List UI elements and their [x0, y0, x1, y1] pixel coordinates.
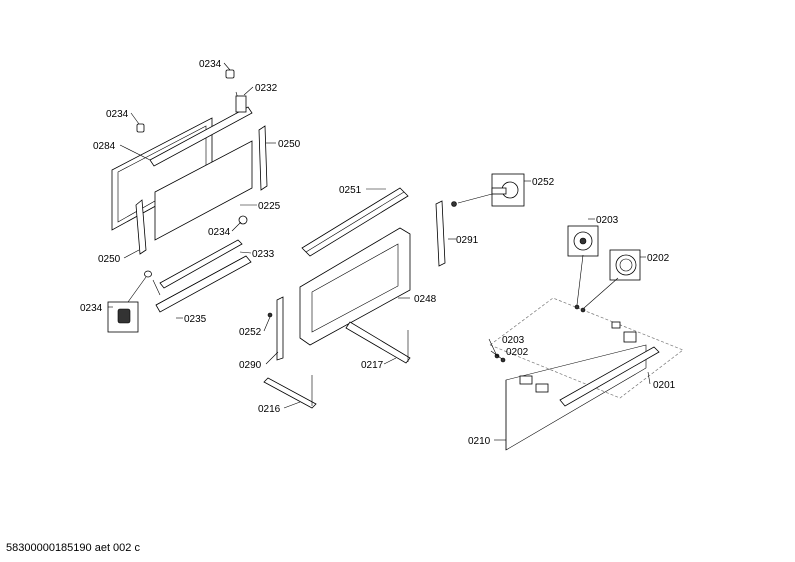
label-0203-b: 0203 — [502, 335, 525, 346]
label-0251: 0251 — [339, 185, 362, 196]
small-dots — [267, 304, 586, 363]
inner-door-glass-0225 — [154, 140, 253, 241]
leader-lines — [108, 62, 651, 441]
knob-0252-detail — [451, 173, 525, 207]
label-0250-b: 0250 — [98, 254, 121, 265]
bracket-0216 — [263, 375, 317, 409]
clip-0234-top — [225, 69, 235, 79]
label-0210: 0210 — [468, 436, 491, 447]
lower-profile-0233 — [152, 239, 243, 296]
label-0252-b: 0252 — [239, 327, 262, 338]
label-0252-a: 0252 — [532, 177, 555, 188]
label-0216: 0216 — [258, 404, 281, 415]
clip-0234-mid — [136, 123, 145, 133]
label-0250-a: 0250 — [278, 139, 301, 150]
label-0201: 0201 — [653, 380, 676, 391]
clip-0234-detail — [107, 270, 152, 333]
side-panel-0291 — [435, 200, 446, 267]
bracket-0217 — [345, 321, 411, 364]
label-0203-a: 0203 — [596, 215, 619, 226]
label-0291: 0291 — [456, 235, 479, 246]
label-0248: 0248 — [414, 294, 437, 305]
label-0235: 0235 — [184, 314, 207, 325]
document-footer-code: 58300000185190 aet 002 c — [6, 542, 140, 554]
label-0290: 0290 — [239, 360, 262, 371]
control-panel-area-0201 — [489, 297, 684, 399]
label-0232: 0232 — [255, 83, 278, 94]
knob-0203-detail — [567, 225, 599, 257]
handle-strip-0235 — [155, 255, 252, 313]
label-0234-c: 0234 — [208, 227, 231, 238]
label-0217: 0217 — [361, 360, 384, 371]
hinge-0290 — [276, 296, 284, 361]
top-rail-0251 — [301, 187, 409, 257]
label-0202-b: 0202 — [506, 347, 529, 358]
label-0234-b: 0234 — [106, 109, 129, 120]
label-0234-d: 0234 — [80, 303, 103, 314]
top-door-profile-0232 — [149, 91, 253, 167]
side-profile-0250-right — [258, 125, 268, 191]
label-0233: 0233 — [252, 249, 275, 260]
label-0234-a: 0234 — [199, 59, 222, 70]
label-0284: 0284 — [93, 141, 116, 152]
control-panel-plate-0210 — [505, 321, 660, 451]
door-frame-0248 — [299, 227, 411, 346]
side-profile-0250-left — [135, 199, 147, 255]
label-0225: 0225 — [258, 201, 281, 212]
knob-0202-detail — [609, 249, 641, 281]
label-0202-a: 0202 — [647, 253, 670, 264]
